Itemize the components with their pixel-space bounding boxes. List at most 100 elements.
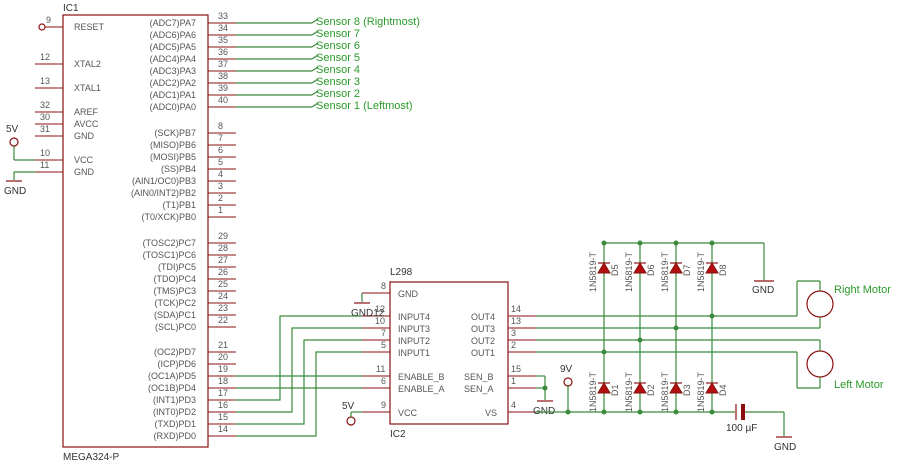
l298-pin-gnd: 8 GND [362,281,419,299]
pin-number: 27 [218,255,228,265]
pin-label: (OC2)PD7 [154,347,196,357]
diode-name: D7 [682,264,692,276]
pin-label: (TOSC1)PC6 [143,250,196,260]
pin-number: 23 [218,303,228,313]
ic1-pin--scl-pc0: 22 (SCL)PC0 [155,315,236,332]
ic1-pin--adc7-pa7: 33(ADC7)PA7 [150,11,236,28]
pin-label: (TDO)PC4 [154,274,197,284]
pin-number: 1 [511,376,516,386]
ic1-pin--t0-xck-pb0: 1(T0/XCK)PB0 [141,205,236,222]
pin-number: 28 [218,243,228,253]
sensor-line: Sensor 4 [236,64,360,76]
pin-label: ENABLE_B [398,372,445,382]
pin-number: 2 [218,193,223,203]
pin-number: 32 [40,100,50,110]
l298-pin-out3: 13 OUT3 [471,316,536,334]
pin-label: (TMS)PC3 [154,286,197,296]
pin-label: (ADC6)PA6 [150,30,196,40]
supply-9v: 9V [560,364,573,415]
ic1-pin--adc0-pa0: 40(ADC0)PA0 [150,95,236,112]
ic1-value: MEGA324-P [63,452,119,463]
pin-label: (ADC3)PA3 [150,66,196,76]
l298-name: IC2 [390,429,406,440]
diode-part: 1N5819-T [588,251,598,292]
pin-number: 31 [40,124,50,134]
ic1-pin-xtal2: 12 XTAL2 [35,52,101,69]
ic1-pin--oc1b-pd4: 18(OC1B)PD4 [148,376,236,393]
ic1-pin--mosi-pb5: 6(MOSI)PB5 [150,145,236,162]
sensor-line: Sensor 6 [236,40,360,52]
pin-number: 13 [40,76,50,86]
pin-label: VCC [74,155,94,165]
pin-label: (TXD)PD1 [154,419,196,429]
label-left-motor: Left Motor [834,379,884,391]
pin-label: (TDI)PC5 [158,262,196,272]
pin-label: (INT1)PD3 [153,395,196,405]
pin-number: 11 [376,364,385,374]
pin-number: 14 [218,424,228,434]
capacitor-100uf: GND 100 µF [726,404,796,453]
pin-label: (T0/XCK)PB0 [141,212,196,222]
pin-label: AVCC [74,119,99,129]
pin-label: GND [74,167,95,177]
pin-label: VCC [398,408,418,418]
diode-name: D1 [610,384,620,396]
pin-label: GND [74,131,95,141]
pin-number: 18 [218,376,228,386]
ic1-pin--sck-pb7: 8(SCK)PB7 [154,121,236,138]
pin-number: 21 [218,340,228,350]
pin-number: 5 [381,340,386,350]
diode-part: 1N5819-T [624,371,634,412]
ic1-name: IC1 [63,3,79,14]
ic1-pin--miso-pb6: 7(MISO)PB6 [150,133,236,150]
ic1-body [62,14,209,448]
pin-number: 12 [40,52,50,62]
sensor-label: Sensor 6 [316,40,360,52]
ic1-pin-gnd-31: 31 GND [35,124,95,141]
sensor-label: Sensor 4 [316,64,360,76]
pin-number: 35 [218,35,228,45]
pin-label: XTAL2 [74,59,101,69]
pin-number: 8 [218,121,223,131]
pin-number: 17 [218,388,228,398]
sensor-line: Sensor 8 (Rightmost) [236,16,420,28]
ic1-pin--ain1-oc0-pb3: 4(AIN1/OC0)PB3 [132,169,236,186]
ic1-pin-vcc: 10 VCC [35,148,94,165]
pin-number: 16 [218,400,228,410]
pin-label: (AIN1/OC0)PB3 [132,176,196,186]
pin-label: (SDA)PC1 [154,310,196,320]
pin-label: INPUT3 [398,324,430,334]
pin-label: OUT2 [471,336,495,346]
pin-number: 12 [375,304,385,314]
diode-part: 1N5819-T [696,251,706,292]
pin-label: AREF [74,107,99,117]
gnd-l298: GND12 [351,293,385,319]
label-gnd: GND [774,442,796,453]
l298-pin-out4: 14 OUT4 [471,304,536,322]
ic1-pin--adc5-pa5: 35(ADC5)PA5 [150,35,236,52]
ic1-pin--tosc2-pc7: 29(TOSC2)PC7 [143,231,236,248]
l298-pin-out1: 2 OUT1 [471,340,536,358]
pin-number: 30 [40,112,50,122]
pin-number: 3 [511,328,516,338]
sensor-label: Sensor 8 (Rightmost) [316,16,420,28]
diode-name: D8 [718,264,728,276]
ic1-pin--tosc1-pc6: 28 (TOSC1)PC6 [143,243,236,260]
pin-label: (MOSI)PB5 [150,152,196,162]
pin-label: (SCL)PC0 [155,322,196,332]
pin-number: 2 [511,340,516,350]
ic1-pin--tdo-pc4: 26(TDO)PC4 [154,267,236,284]
pin-label: (ADC0)PA0 [150,102,196,112]
pin-number: 3 [218,181,223,191]
pin-number: 22 [218,315,228,325]
pin-number: 39 [218,83,228,93]
pin-label: XTAL1 [74,83,101,93]
pin-number: 7 [218,133,223,143]
pin-number: 14 [511,304,521,314]
ic1-pin--rxd-pd0: 14(RXD)PD0 [153,424,236,441]
mcu-driver-wiring [236,315,362,437]
